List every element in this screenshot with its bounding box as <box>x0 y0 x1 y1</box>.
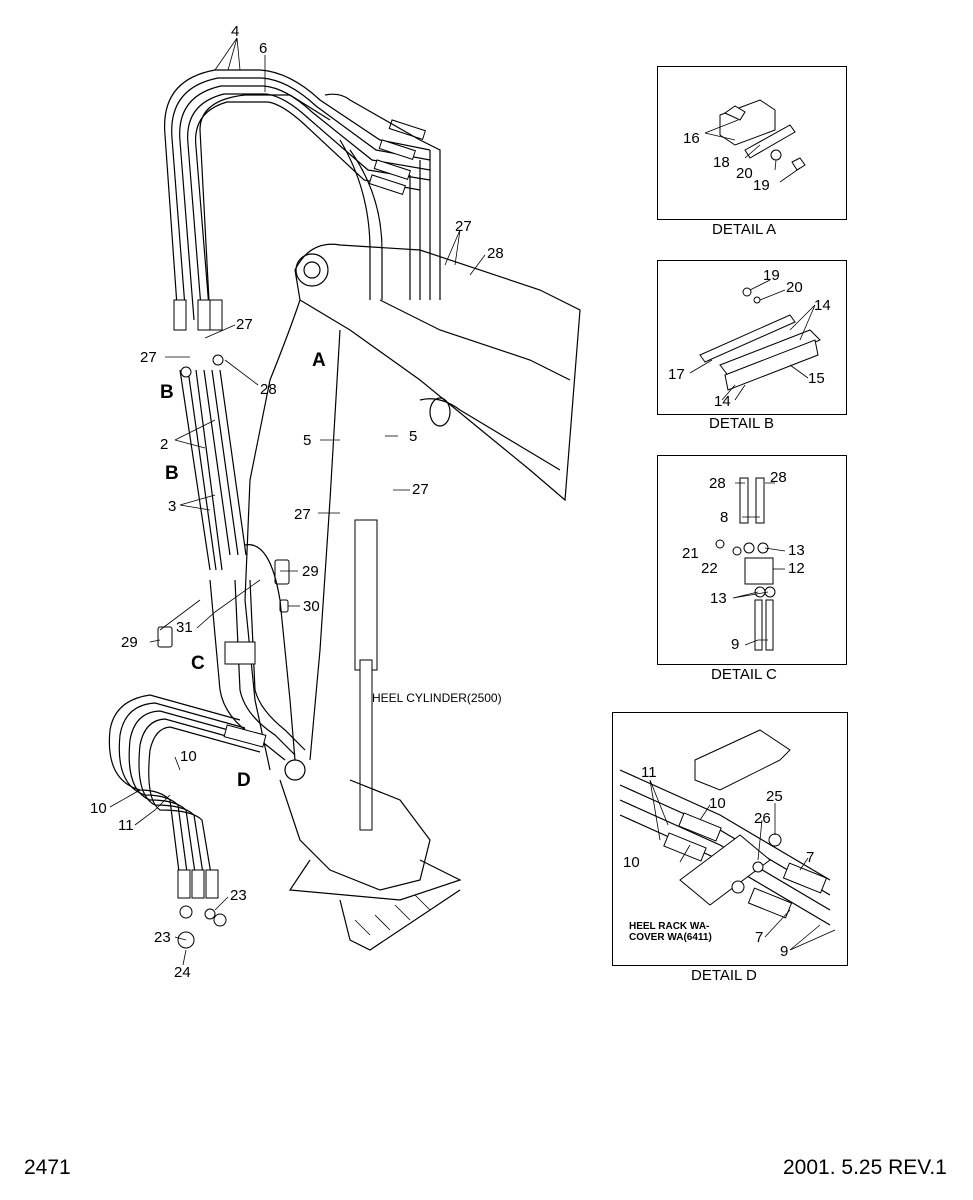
detail-c-callout-28-right: 28 <box>770 469 787 486</box>
detail-c-callout-13-upper: 13 <box>788 542 805 559</box>
boom-structure <box>244 243 581 951</box>
detail-c-callout-13-lower: 13 <box>710 590 727 607</box>
detail-d-box <box>612 712 848 966</box>
callout-11: 11 <box>118 817 134 834</box>
detail-a-callout-19: 19 <box>753 177 770 194</box>
callout-31: 31 <box>176 619 193 636</box>
upper-hose-bundle <box>163 69 441 321</box>
callout-2: 2 <box>160 436 169 453</box>
callout-23-left: 23 <box>154 929 171 946</box>
detail-c-drawing <box>715 477 786 651</box>
detail-c-callout-21: 21 <box>682 545 699 562</box>
detail-b-callout-14-top: 14 <box>814 297 831 314</box>
detail-b-box <box>657 260 847 415</box>
page-number: 2471 <box>24 1156 71 1179</box>
callout-28-top: 28 <box>487 245 504 262</box>
detail-c-caption: DETAIL C <box>711 666 777 683</box>
leader-lines <box>109 37 486 966</box>
detail-c-callout-8: 8 <box>720 509 729 526</box>
detail-d-caption: DETAIL D <box>691 967 757 984</box>
callout-27-left: 27 <box>294 506 311 523</box>
detail-c-callout-28-left: 28 <box>709 475 726 492</box>
detail-b-caption: DETAIL B <box>709 415 775 432</box>
detail-d-drawing <box>619 729 836 951</box>
callout-29-right: 29 <box>302 563 319 580</box>
detail-a-caption: DETAIL A <box>712 221 777 238</box>
detail-a-callout-16: 16 <box>683 130 700 147</box>
callout-27-top: 27 <box>455 218 472 235</box>
detail-d-callout-7-bottom: 7 <box>755 929 764 946</box>
callout-28-b: 28 <box>260 381 277 398</box>
detail-marker-d: D <box>237 770 251 791</box>
callout-3: 3 <box>168 498 177 515</box>
callout-27-right: 27 <box>412 481 429 498</box>
callout-10-left: 10 <box>90 800 107 817</box>
heel-cylinder-label: HEEL CYLINDER(2500) <box>372 691 502 705</box>
detail-b-callout-17: 17 <box>668 366 685 383</box>
detail-d-callout-9: 9 <box>780 943 789 960</box>
callout-4: 4 <box>231 23 240 40</box>
detail-marker-a: A <box>312 350 326 371</box>
detail-a-callout-18: 18 <box>713 154 730 171</box>
detail-b-drawing <box>689 279 821 401</box>
detail-d-callout-26: 26 <box>754 810 771 827</box>
detail-d-callout-10-top: 10 <box>709 795 726 812</box>
callout-27-b-right: 27 <box>236 316 253 333</box>
detail-marker-b-lower: B <box>165 463 179 484</box>
callout-6: 6 <box>259 40 268 57</box>
callout-23-right: 23 <box>230 887 247 904</box>
callout-5-left: 5 <box>303 432 312 449</box>
date-revision: 2001. 5.25 REV.1 <box>783 1156 947 1179</box>
detail-b-callout-20: 20 <box>786 279 803 296</box>
detail-d-callout-25: 25 <box>766 788 783 805</box>
callout-24: 24 <box>174 964 191 981</box>
detail-d-callout-10-left: 10 <box>623 854 640 871</box>
detail-c-callout-12: 12 <box>788 560 805 577</box>
detail-a-callout-20: 20 <box>736 165 753 182</box>
callout-30: 30 <box>303 598 320 615</box>
left-hose-lines <box>157 299 306 761</box>
detail-marker-c: C <box>191 653 205 674</box>
detail-d-callout-11: 11 <box>641 764 657 781</box>
detail-d-cover-note: HEEL RACK WA- COVER WA(6411) <box>629 921 712 943</box>
detail-marker-b-upper: B <box>160 382 174 403</box>
callout-29-left: 29 <box>121 634 138 651</box>
detail-b-callout-15: 15 <box>808 370 825 387</box>
callout-10-right: 10 <box>180 748 197 765</box>
detail-c-callout-9: 9 <box>731 636 740 653</box>
detail-a-drawing <box>704 99 806 183</box>
detail-c-box <box>657 455 847 665</box>
detail-b-callout-19: 19 <box>763 267 780 284</box>
detail-b-callout-14-bottom: 14 <box>714 393 731 410</box>
detail-c-callout-22: 22 <box>701 560 718 577</box>
callout-27-b-left: 27 <box>140 349 157 366</box>
detail-a-box <box>657 66 847 220</box>
callout-5-right: 5 <box>409 428 418 445</box>
detail-d-callout-7-right: 7 <box>806 849 815 866</box>
